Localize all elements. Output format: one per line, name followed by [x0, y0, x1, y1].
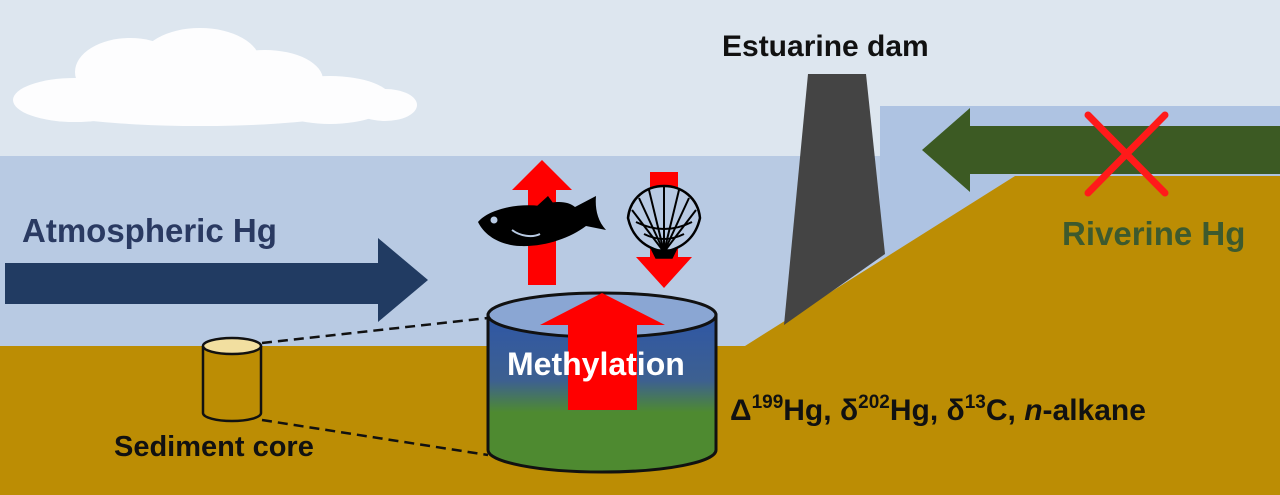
sediment-core-label: Sediment core	[114, 431, 314, 463]
methylation-label: Methylation	[507, 346, 685, 382]
riverine-hg-label: Riverine Hg	[1062, 215, 1246, 252]
carbon-text: C,	[985, 394, 1025, 427]
cross-mark-icon	[1084, 111, 1169, 197]
atmospheric-arrow	[5, 238, 428, 322]
isotope-proxies-label: Δ199Hg, δ202Hg, δ13C, n-alkane	[730, 392, 1146, 428]
estuarine-dam	[784, 74, 885, 325]
d202-superscript: 202	[858, 392, 890, 413]
zoom-line-bottom	[261, 418, 489, 457]
cloud-icon	[13, 28, 417, 126]
methylation-arrow	[540, 293, 665, 410]
alkane-text: -alkane	[1042, 394, 1146, 427]
n-italic-text: n	[1024, 394, 1043, 427]
scallop-shell-icon	[626, 184, 702, 259]
zoom-line-top	[261, 316, 489, 345]
d199-superscript: 199	[751, 392, 784, 413]
hg-text-1: Hg,	[783, 394, 840, 427]
hg-text-2: Hg,	[889, 394, 947, 427]
delta-symbol: Δ	[730, 394, 752, 427]
dam-label: Estuarine dam	[722, 30, 929, 63]
c13-superscript: 13	[964, 392, 986, 413]
small-delta-symbol-1: δ	[839, 394, 859, 427]
fish-icon	[478, 196, 606, 247]
river-bank	[745, 176, 1280, 495]
small-delta-symbol-2: δ	[946, 394, 965, 427]
riverine-arrow	[922, 108, 1280, 192]
sediment-core-icon	[201, 336, 263, 423]
atmospheric-hg-label: Atmospheric Hg	[22, 212, 277, 249]
